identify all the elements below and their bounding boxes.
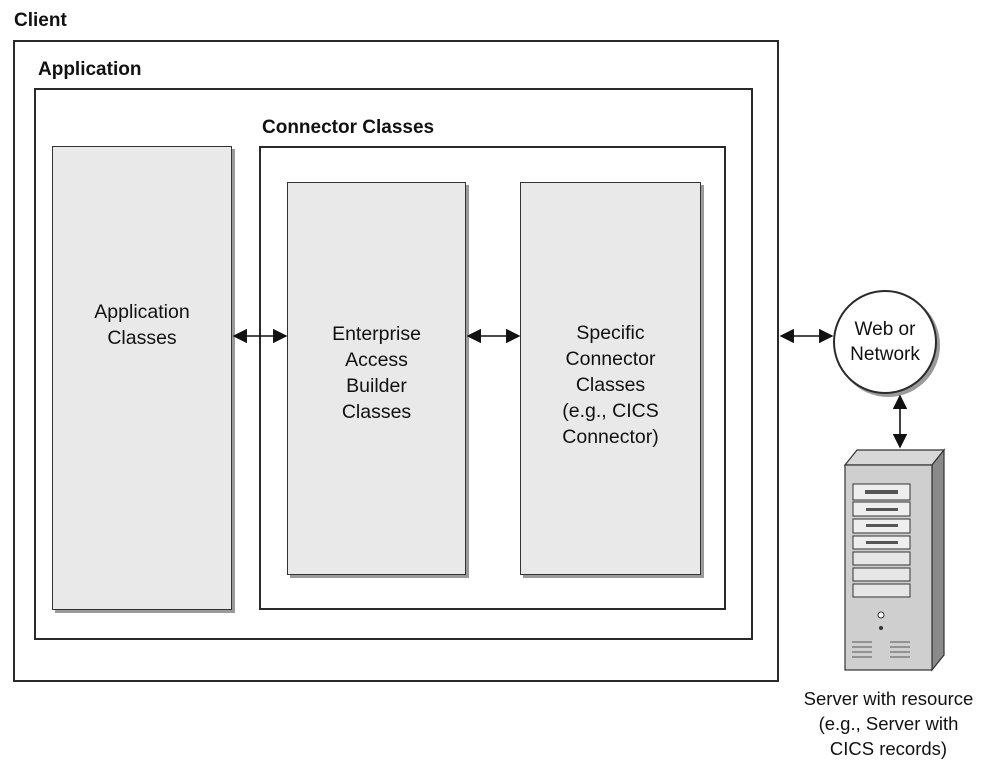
network-text: Web or Network: [850, 319, 920, 365]
application-classes-text: Application Classes: [94, 301, 190, 349]
eab-classes-text: Enterprise Access Builder Classes: [332, 322, 421, 423]
specific-connector-box: Specific Connector Classes (e.g., CICS C…: [520, 182, 701, 575]
eab-classes-box: Enterprise Access Builder Classes: [287, 182, 466, 575]
application-classes-box: Application Classes: [52, 146, 232, 610]
server-caption: Server with resource (e.g., Server with …: [803, 688, 974, 759]
network-node: Web or Network: [833, 290, 937, 394]
specific-connector-text: Specific Connector Classes (e.g., CICS C…: [562, 321, 659, 448]
server-tower-icon: [843, 448, 946, 672]
application-label: Application: [38, 59, 142, 80]
client-label: Client: [14, 10, 67, 31]
connector-classes-label: Connector Classes: [262, 117, 435, 138]
